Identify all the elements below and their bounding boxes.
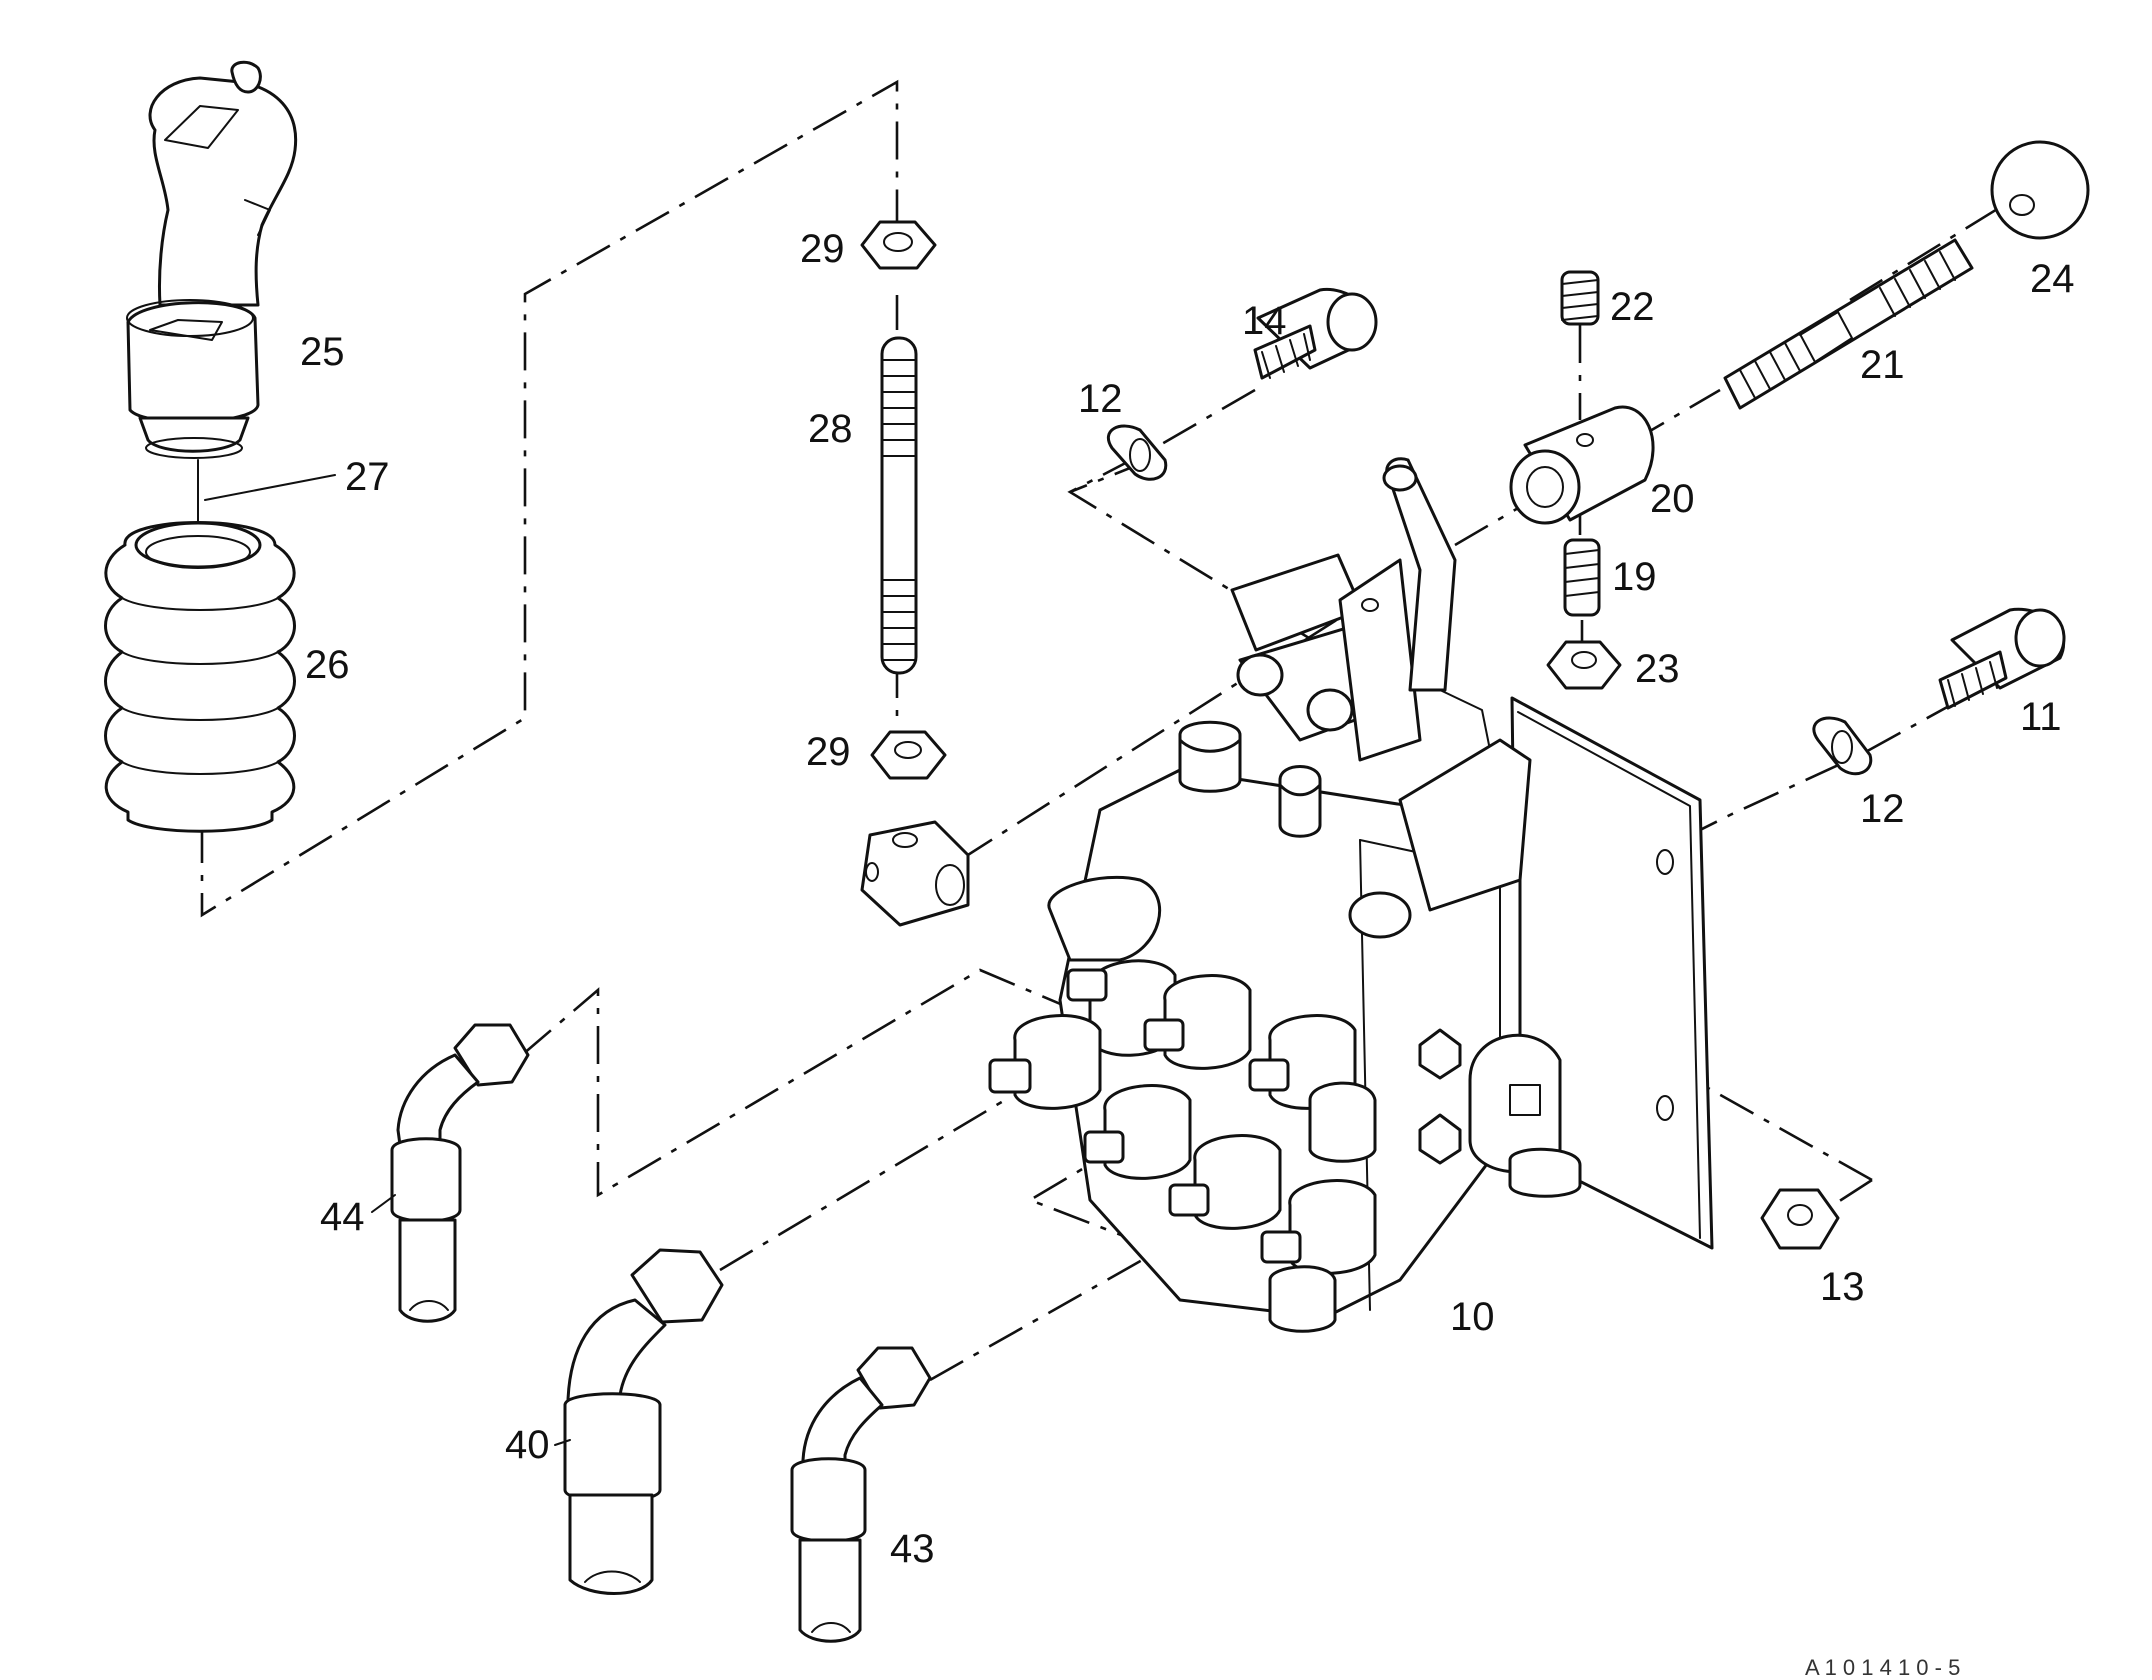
- callout-29-lower: 29: [806, 730, 851, 774]
- guide-rod-to-ball: [1849, 193, 2021, 302]
- part-20-detent-housing: [1509, 405, 1655, 525]
- leader-40: [554, 1439, 571, 1446]
- guide-screw11: [1669, 698, 1961, 847]
- part-28-threaded-stud: [880, 336, 918, 675]
- part-14-cap-screw: [1253, 287, 1378, 380]
- callout-12-left: 12: [1078, 377, 1123, 421]
- callout-29-upper: 29: [800, 227, 845, 271]
- leader-27: [204, 474, 336, 501]
- guide-screw14: [1067, 388, 1346, 662]
- part-29-lower-nut: [870, 730, 947, 780]
- callout-21: 21: [1860, 343, 1905, 387]
- guide-nut13-b: [1809, 1178, 1873, 1222]
- part-25-joystick-knob: [126, 60, 298, 459]
- guide-fitting40: [719, 1098, 1006, 1272]
- part-44-elbow-fitting: [390, 1023, 530, 1323]
- callout-23: 23: [1635, 647, 1680, 691]
- callout-20: 20: [1650, 477, 1695, 521]
- leader-44: [371, 1194, 396, 1213]
- callout-19: 19: [1612, 555, 1657, 599]
- callout-12-right: 12: [1860, 787, 1905, 831]
- callout-28: 28: [808, 407, 853, 451]
- callout-24: 24: [2030, 257, 2075, 301]
- part-12-spacer-left: [1106, 424, 1168, 481]
- part-11-cap-screw: [1938, 607, 2066, 710]
- guide-knob-to-stud: [200, 79, 899, 918]
- part-23-nut: [1546, 640, 1622, 690]
- callout-44: 44: [320, 1195, 365, 1239]
- callout-14: 14: [1242, 299, 1287, 343]
- callout-13: 13: [1820, 1265, 1865, 1309]
- callout-43: 43: [890, 1527, 935, 1571]
- callout-labels: 10 11 12 12 13 14 19 20 21 22 23 24 25 2…: [204, 227, 2075, 1571]
- part-43-elbow-fitting: [790, 1346, 932, 1643]
- part-40-elbow-fitting: [563, 1248, 724, 1595]
- part-26-rubber-boot: [104, 521, 296, 833]
- figure-code: A 1 0 1 4 1 0 - 5: [1805, 1655, 1960, 1680]
- part-13-nut: [1760, 1188, 1840, 1250]
- part-21-threaded-rod: [1723, 238, 1974, 410]
- part-24-ball-knob: [1990, 140, 2090, 240]
- callout-11: 11: [2020, 695, 2062, 739]
- part-19-spring-lower: [1563, 538, 1601, 617]
- callout-26: 26: [305, 643, 350, 687]
- callout-25: 25: [300, 330, 345, 374]
- part-22-spring-upper: [1560, 270, 1600, 326]
- callout-10: 10: [1450, 1295, 1495, 1339]
- guide-fitting44: [521, 968, 1171, 1198]
- part-29-upper-nut: [860, 220, 937, 270]
- part-10-control-valve: [988, 457, 1714, 1333]
- part-12-spacer-right: [1812, 716, 1873, 776]
- callout-40: 40: [505, 1423, 550, 1467]
- clamp-block: [860, 820, 970, 927]
- callout-27: 27: [345, 455, 390, 499]
- callout-22: 22: [1610, 285, 1655, 329]
